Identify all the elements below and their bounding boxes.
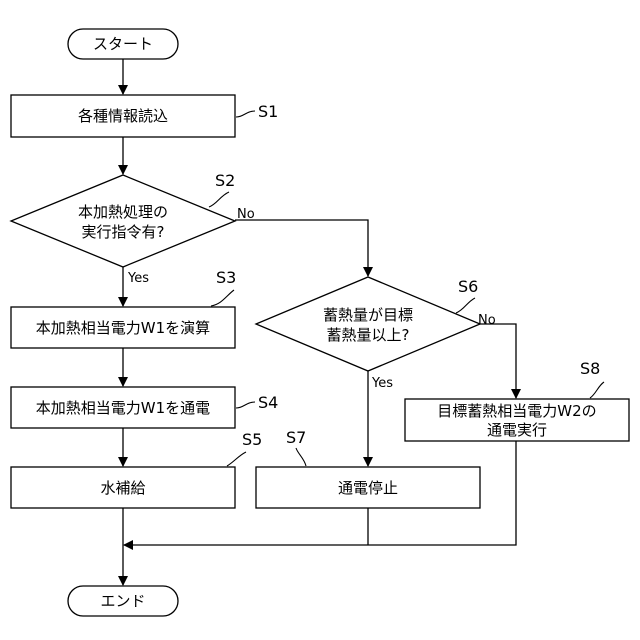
edge-label-s6-no: No [478,313,496,328]
arrow-s2-no-to-s6 [235,220,368,276]
edge-label-s2-yes: Yes [127,271,149,286]
step-tag-s7-text: S7 [286,428,306,447]
step-s8-box: 目標蓄熱相当電力W2の 通電実行 [405,399,629,441]
step-s5-label: 水補給 [100,479,145,497]
step-tag-s8-text: S8 [580,359,600,378]
step-s8-line1: 目標蓄熱相当電力W2の [437,402,596,420]
decision-s2-line2: 実行指令有? [82,223,165,241]
step-s1-box: 各種情報読込 [11,95,235,137]
step-tag-s6: S6 [456,277,478,313]
step-tag-s5: S5 [227,430,262,466]
step-s4-label: 本加熱相当電力W1を通電 [36,399,210,417]
step-tag-s2-text: S2 [215,171,235,190]
step-tag-s8: S8 [580,359,604,398]
edge-label-s6-yes: Yes [371,376,393,391]
step-s3-label: 本加熱相当電力W1を演算 [36,319,210,337]
step-tag-s1-text: S1 [258,102,278,121]
end-terminal: エンド [68,586,178,616]
step-tag-s1: S1 [236,102,278,121]
decision-s2-line1: 本加熱処理の [78,203,168,221]
step-s3-box: 本加熱相当電力W1を演算 [11,307,235,348]
arrow-s6-no-to-s8 [480,324,516,398]
decision-s6-line1: 蓄熱量が目標 [323,306,413,324]
end-label: エンド [100,592,145,610]
step-tag-s4: S4 [236,393,278,412]
start-terminal: スタート [68,29,178,59]
step-tag-s7: S7 [286,428,306,466]
step-s7-box: 通電停止 [256,467,480,508]
decision-s6: 蓄熱量が目標 蓄熱量以上? [256,277,480,371]
step-tag-s6-text: S6 [458,277,478,296]
decision-s6-line2: 蓄熱量以上? [327,326,410,344]
step-s5-box: 水補給 [11,467,235,508]
step-s4-box: 本加熱相当電力W1を通電 [11,387,235,428]
step-tag-s3: S3 [211,268,236,306]
step-s1-label: 各種情報読込 [78,107,168,125]
decision-s2: 本加熱処理の 実行指令有? [11,175,235,267]
step-tag-s4-text: S4 [258,393,278,412]
step-s8-line2: 通電実行 [487,421,547,439]
step-tag-s3-text: S3 [216,268,236,287]
edge-label-s2-no: No [237,207,255,222]
step-s7-label: 通電停止 [338,479,398,497]
start-label: スタート [93,35,153,53]
step-tag-s2: S2 [209,171,235,207]
step-tag-s5-text: S5 [242,430,262,449]
